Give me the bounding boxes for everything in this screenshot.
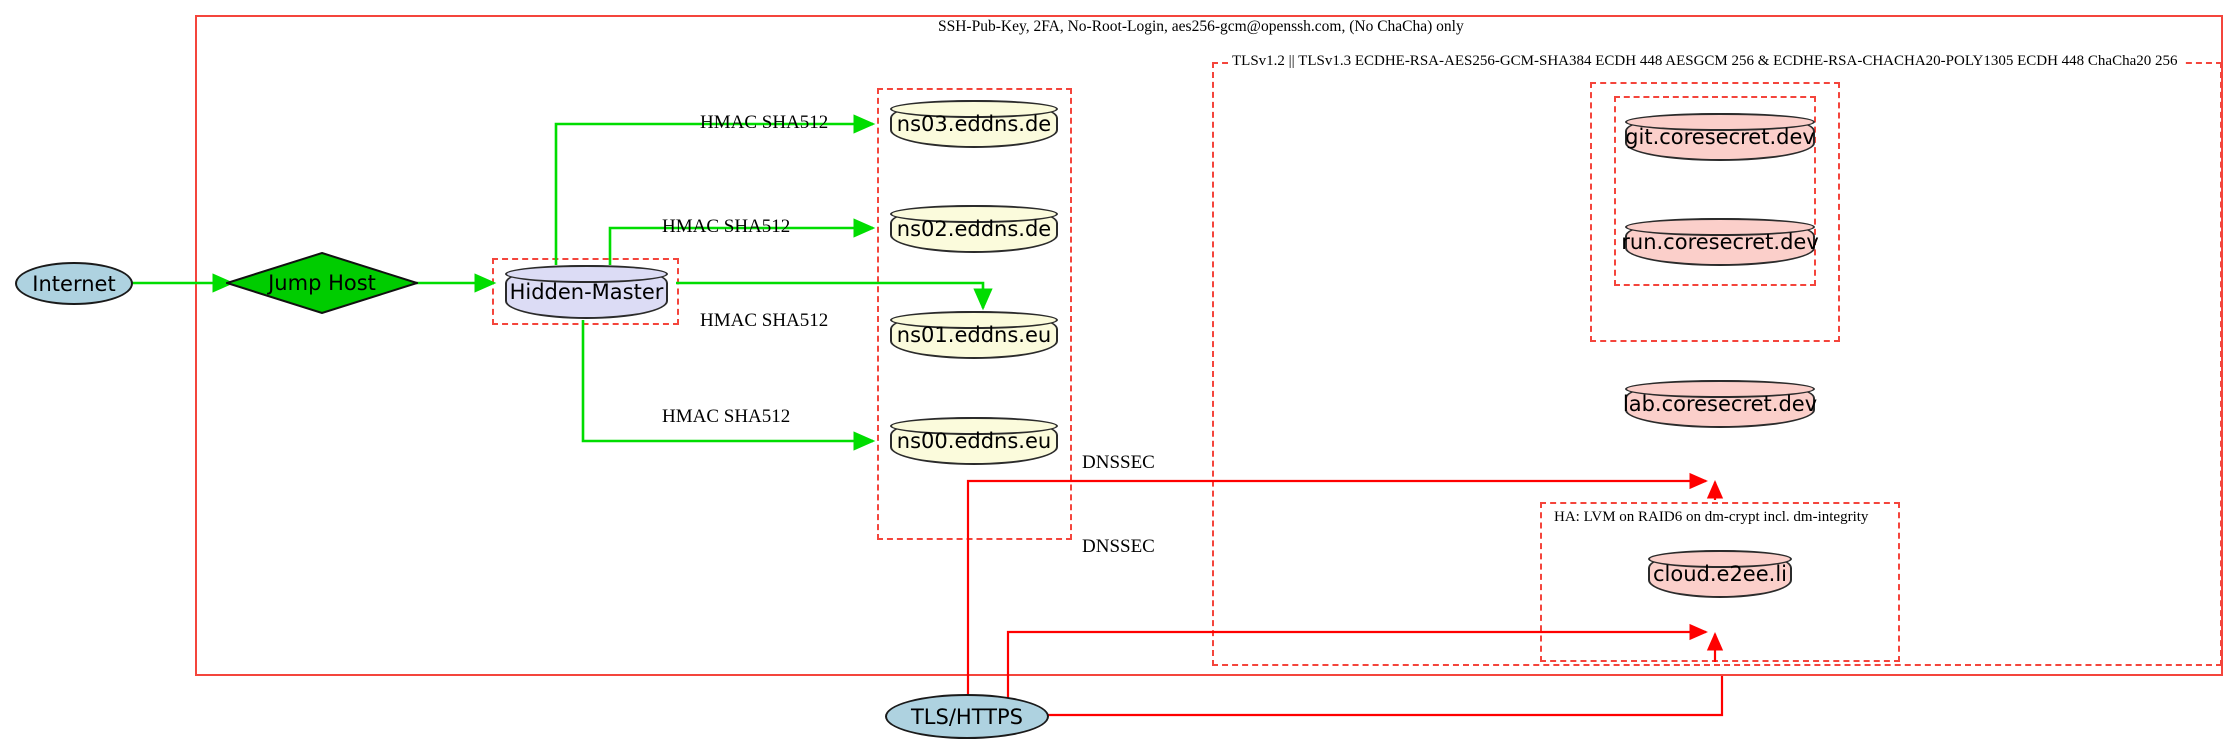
node-git-coresecret[interactable]: git.coresecret.dev — [1625, 113, 1815, 161]
node-ns01[interactable]: ns01.eddns.eu — [890, 311, 1058, 359]
node-ns02-label: ns02.eddns.de — [896, 217, 1052, 241]
outer-ssh-boundary — [195, 15, 2223, 676]
node-tls-https[interactable]: TLS/HTTPS — [885, 694, 1049, 739]
node-tls-https-label: TLS/HTTPS — [910, 704, 1023, 729]
node-jump-host[interactable]: Jump Host — [226, 252, 418, 314]
node-ns03-label: ns03.eddns.de — [896, 112, 1052, 136]
edge-label-hmac-ns02: HMAC SHA512 — [662, 216, 791, 237]
node-ns03[interactable]: ns03.eddns.de — [890, 100, 1058, 148]
dns-cluster-boundary — [877, 88, 1072, 540]
node-hidden-master[interactable]: Hidden-Master — [505, 265, 668, 319]
edge-label-hmac-ns01: HMAC SHA512 — [700, 310, 829, 331]
node-jump-host-label: Jump Host — [268, 271, 376, 295]
edge-label-hmac-ns00: HMAC SHA512 — [662, 406, 791, 427]
edge-label-dnssec-lower: DNSSEC — [1082, 536, 1155, 557]
ha-policy-label: HA: LVM on RAID6 on dm-crypt incl. dm-in… — [1550, 509, 1873, 526]
node-lab-coresecret-label: lab.coresecret.dev — [1622, 392, 1818, 416]
node-cloud-e2ee[interactable]: cloud.e2ee.li — [1648, 550, 1792, 598]
edge-label-dnssec-upper: DNSSEC — [1082, 452, 1155, 473]
node-ns01-label: ns01.eddns.eu — [896, 323, 1052, 347]
ha-boundary — [1540, 502, 1900, 662]
node-cloud-e2ee-label: cloud.e2ee.li — [1652, 562, 1787, 586]
ssh-policy-label: SSH-Pub-Key, 2FA, No-Root-Login, aes256-… — [938, 18, 1464, 35]
coresecret-inner-boundary — [1614, 96, 1816, 286]
node-run-coresecret[interactable]: run.coresecret.dev — [1621, 218, 1819, 266]
coresecret-outer-boundary — [1590, 82, 1840, 342]
node-internet[interactable]: Internet — [15, 262, 133, 305]
node-internet-label: Internet — [32, 271, 116, 296]
node-git-coresecret-label: git.coresecret.dev — [1625, 125, 1815, 149]
tls-policy-label: TLSv1.2 || TLSv1.3 ECDHE-RSA-AES256-GCM-… — [1228, 53, 2182, 70]
edge-label-hmac-ns03: HMAC SHA512 — [700, 112, 829, 133]
node-ns02[interactable]: ns02.eddns.de — [890, 205, 1058, 253]
node-ns00-label: ns00.eddns.eu — [896, 429, 1052, 453]
node-hidden-master-label: Hidden-Master — [509, 280, 664, 304]
jump-host-shape — [226, 252, 418, 314]
node-lab-coresecret[interactable]: lab.coresecret.dev — [1622, 380, 1818, 428]
node-ns00[interactable]: ns00.eddns.eu — [890, 417, 1058, 465]
node-run-coresecret-label: run.coresecret.dev — [1621, 230, 1819, 254]
